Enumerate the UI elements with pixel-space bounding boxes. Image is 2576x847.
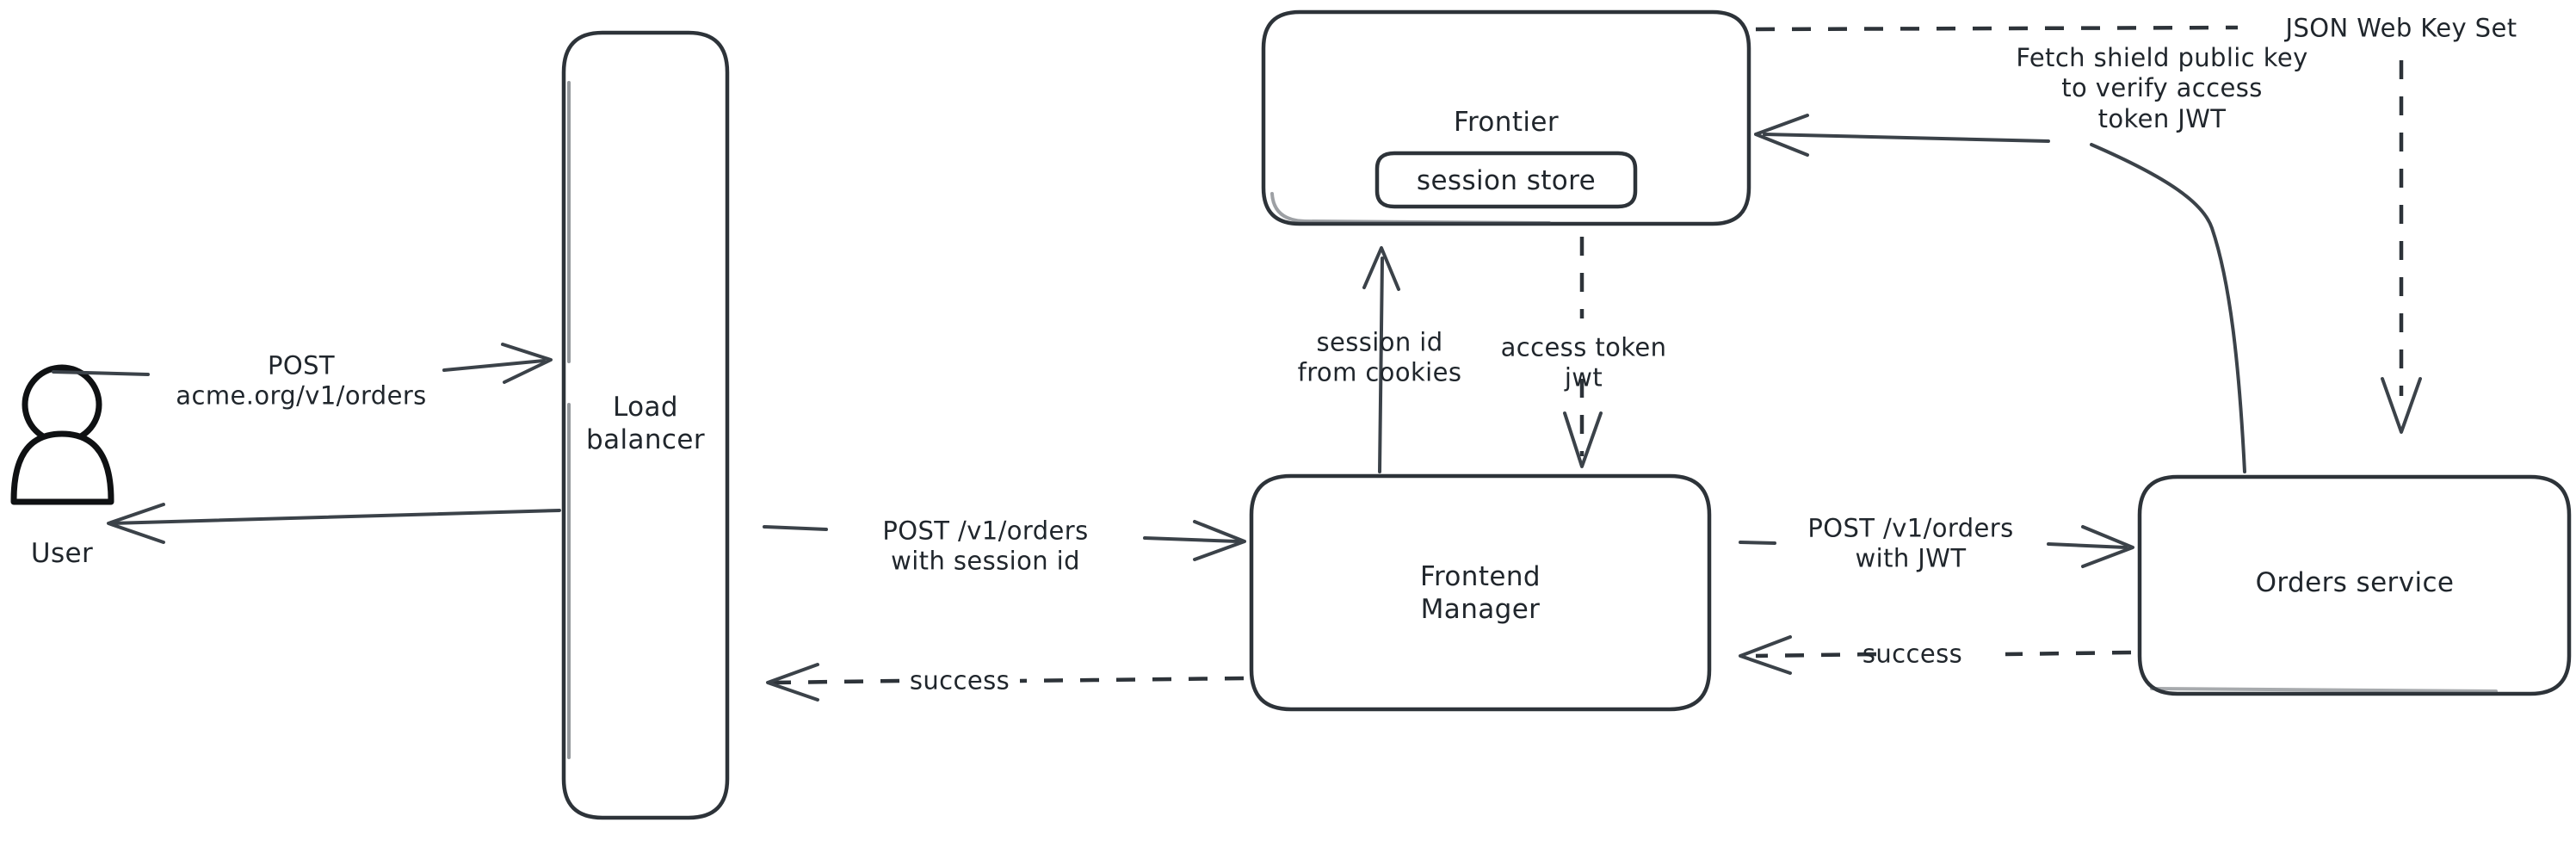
edge-frontend-manager-to-orders-service <box>1739 525 2134 568</box>
edge-orders-service-to-frontend-manager <box>1739 635 2132 675</box>
orders-service-shape <box>2137 474 2572 696</box>
frontier-shape <box>1261 9 1751 226</box>
frontend-manager-shape <box>1249 473 1712 712</box>
edge-user-to-load-balancer <box>52 343 553 384</box>
edge-frontend-manager-to-frontier <box>1362 246 1400 473</box>
edge-jwks-to-orders-service <box>1755 25 2422 434</box>
edge-orders-service-to-frontier <box>1754 114 2246 473</box>
edge-load-balancer-to-user <box>107 503 561 544</box>
edge-frontend-manager-to-load-balancer <box>766 663 1245 702</box>
load-balancer-shape <box>561 30 730 820</box>
edge-load-balancer-to-frontend-manager <box>763 520 1246 561</box>
user-actor-icon <box>10 364 114 505</box>
edge-frontier-to-frontend-manager <box>1563 237 1603 468</box>
